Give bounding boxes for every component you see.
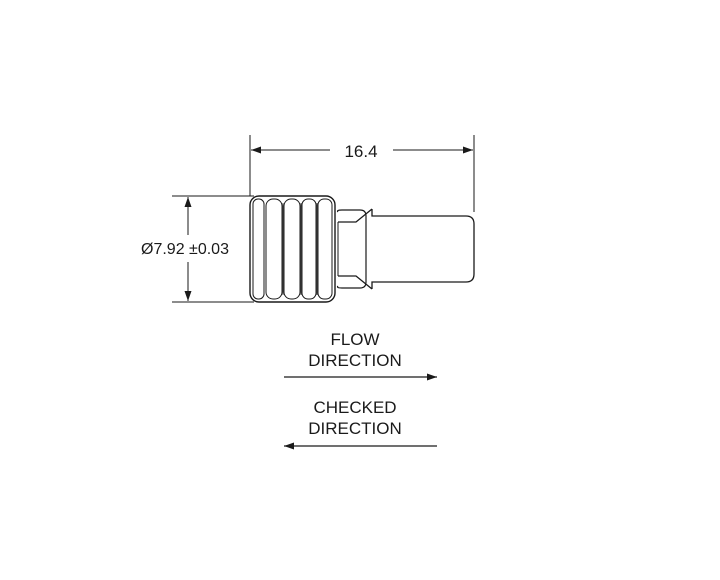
valve-body bbox=[249, 195, 475, 303]
valve-head-rib bbox=[265, 198, 283, 300]
valve-neck-ring bbox=[336, 209, 367, 289]
diameter-dimension: Ø7.92 ±0.03 bbox=[141, 195, 254, 303]
valve-spigot bbox=[338, 208, 475, 290]
flow-label-line2: DIRECTION bbox=[308, 351, 402, 370]
valve-head-rib bbox=[252, 198, 265, 300]
valve-head-rib bbox=[301, 198, 317, 300]
flow-direction-indicator: FLOW DIRECTION bbox=[284, 330, 437, 381]
valve-head bbox=[249, 195, 336, 303]
length-dimension-label: 16.4 bbox=[344, 142, 377, 161]
diameter-dimension-label: Ø7.92 ±0.03 bbox=[141, 241, 229, 258]
valve-head-rib bbox=[317, 198, 333, 300]
checked-direction-indicator: CHECKED DIRECTION bbox=[284, 398, 437, 450]
checked-label-line2: DIRECTION bbox=[308, 419, 402, 438]
length-dimension: 16.4 bbox=[249, 135, 475, 212]
checked-label-line1: CHECKED bbox=[313, 398, 396, 417]
flow-label-line1: FLOW bbox=[330, 330, 379, 349]
valve-head-rib bbox=[283, 198, 301, 300]
